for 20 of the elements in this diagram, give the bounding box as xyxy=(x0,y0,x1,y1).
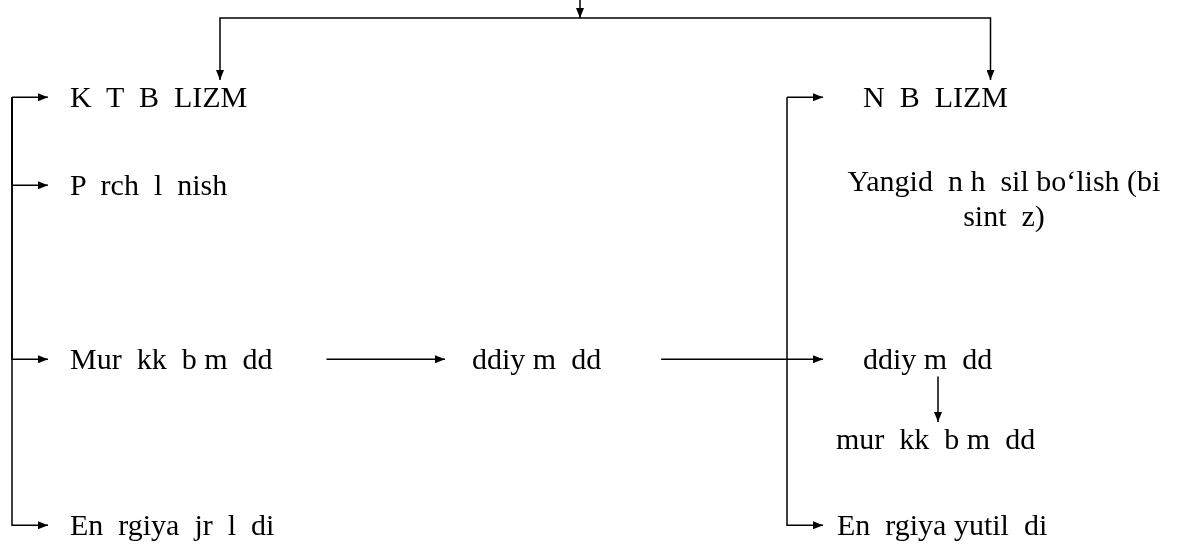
arrow xyxy=(11,96,49,530)
node-label: En rgiya yutil di xyxy=(837,508,1048,541)
arrow xyxy=(934,375,942,423)
arrow xyxy=(786,96,824,530)
node-label: Mur kk b m dd xyxy=(70,342,273,375)
arrow xyxy=(579,17,995,81)
node-label: mur kk b m dd xyxy=(836,422,1036,455)
node-label: ddiy m dd xyxy=(863,342,993,375)
arrow xyxy=(576,0,584,19)
node-label: P rch l nish xyxy=(70,168,228,201)
node-label: ddiy m dd xyxy=(472,342,602,375)
arrow xyxy=(660,355,824,364)
arrow xyxy=(786,93,824,102)
arrow xyxy=(325,355,446,364)
arrow xyxy=(216,17,581,81)
node-label: Yangid n h sil bo‘lish (bi sint z) xyxy=(847,164,1162,232)
node-label: En rgiya jr l di xyxy=(70,508,275,541)
node-label: K T B LIZM xyxy=(70,80,248,113)
arrow xyxy=(11,93,49,102)
node-label: N B LIZM xyxy=(863,80,1008,113)
